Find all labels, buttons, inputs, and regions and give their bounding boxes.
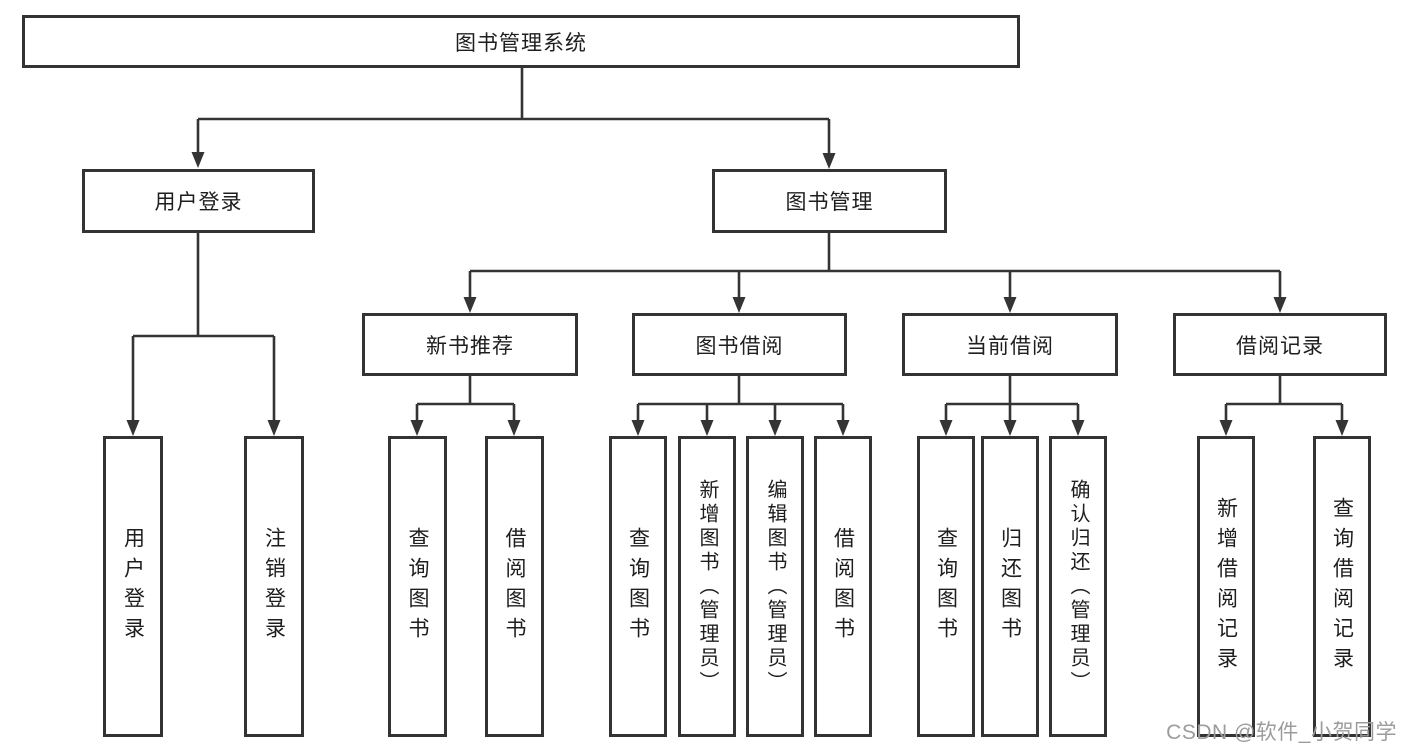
leaf-add-books-admin-label: 新增图书（管理员）	[696, 478, 718, 695]
node-new-book-recommend: 新书推荐	[362, 313, 578, 376]
connector-book-management-to-level3	[463, 233, 1287, 313]
connector-borrow-records-to-leaves	[1219, 376, 1349, 436]
leaf-borrow-query-books-label: 查询图书	[626, 526, 650, 647]
leaf-add-borrow-record: 新增借阅记录	[1197, 436, 1255, 737]
leaf-query-borrow-record-label: 查询借阅记录	[1330, 496, 1354, 677]
connector-user-login-to-leaves	[126, 232, 281, 436]
leaf-newbook-borrow-books: 借阅图书	[485, 436, 544, 737]
leaf-current-query-books: 查询图书	[917, 436, 975, 737]
leaf-edit-books-admin-label: 编辑图书（管理员）	[764, 478, 786, 695]
connector-root-to-level2	[191, 68, 836, 169]
leaf-add-books-admin: 新增图书（管理员）	[678, 436, 736, 737]
node-root: 图书管理系统	[22, 15, 1020, 68]
connector-book-borrow-to-leaves	[631, 376, 850, 436]
node-book-management: 图书管理	[712, 169, 947, 233]
leaf-return-books-label: 归还图书	[998, 526, 1022, 647]
leaf-query-borrow-record: 查询借阅记录	[1313, 436, 1371, 737]
leaf-add-borrow-record-label: 新增借阅记录	[1214, 496, 1238, 677]
leaf-newbook-query-books-label: 查询图书	[406, 526, 429, 647]
leaf-newbook-borrow-books-label: 借阅图书	[503, 526, 526, 647]
node-root-label: 图书管理系统	[455, 31, 587, 55]
node-borrow-records-label: 借阅记录	[1236, 334, 1324, 358]
node-current-borrow-label: 当前借阅	[966, 334, 1054, 358]
leaf-return-books: 归还图书	[981, 436, 1039, 737]
leaf-user-login-label: 用户登录	[121, 526, 145, 647]
leaf-borrow-borrow-books-label: 借阅图书	[831, 526, 855, 647]
node-book-management-label: 图书管理	[785, 191, 874, 214]
node-book-borrow: 图书借阅	[632, 313, 847, 376]
node-current-borrow: 当前借阅	[902, 313, 1118, 376]
leaf-newbook-query-books: 查询图书	[388, 436, 447, 737]
leaf-confirm-return-admin: 确认归还（管理员）	[1049, 436, 1107, 737]
leaf-borrow-borrow-books: 借阅图书	[814, 436, 872, 737]
leaf-logout-label: 注销登录	[262, 526, 286, 647]
node-user-login-label: 用户登录	[154, 191, 243, 214]
watermark: CSDN @软件_小贺同学	[1166, 721, 1397, 744]
leaf-edit-books-admin: 编辑图书（管理员）	[746, 436, 804, 737]
leaf-confirm-return-admin-label: 确认归还（管理员）	[1067, 478, 1089, 695]
node-book-borrow-label: 图书借阅	[695, 334, 784, 358]
node-borrow-records: 借阅记录	[1173, 313, 1387, 376]
node-new-book-recommend-label: 新书推荐	[426, 334, 514, 358]
leaf-user-login: 用户登录	[103, 436, 163, 737]
connector-new-book-to-leaves	[410, 376, 521, 436]
leaf-current-query-books-label: 查询图书	[934, 526, 958, 647]
leaf-borrow-query-books: 查询图书	[609, 436, 667, 737]
node-user-login: 用户登录	[82, 169, 315, 233]
connector-current-borrow-to-leaves	[939, 376, 1085, 436]
leaf-logout: 注销登录	[244, 436, 304, 737]
